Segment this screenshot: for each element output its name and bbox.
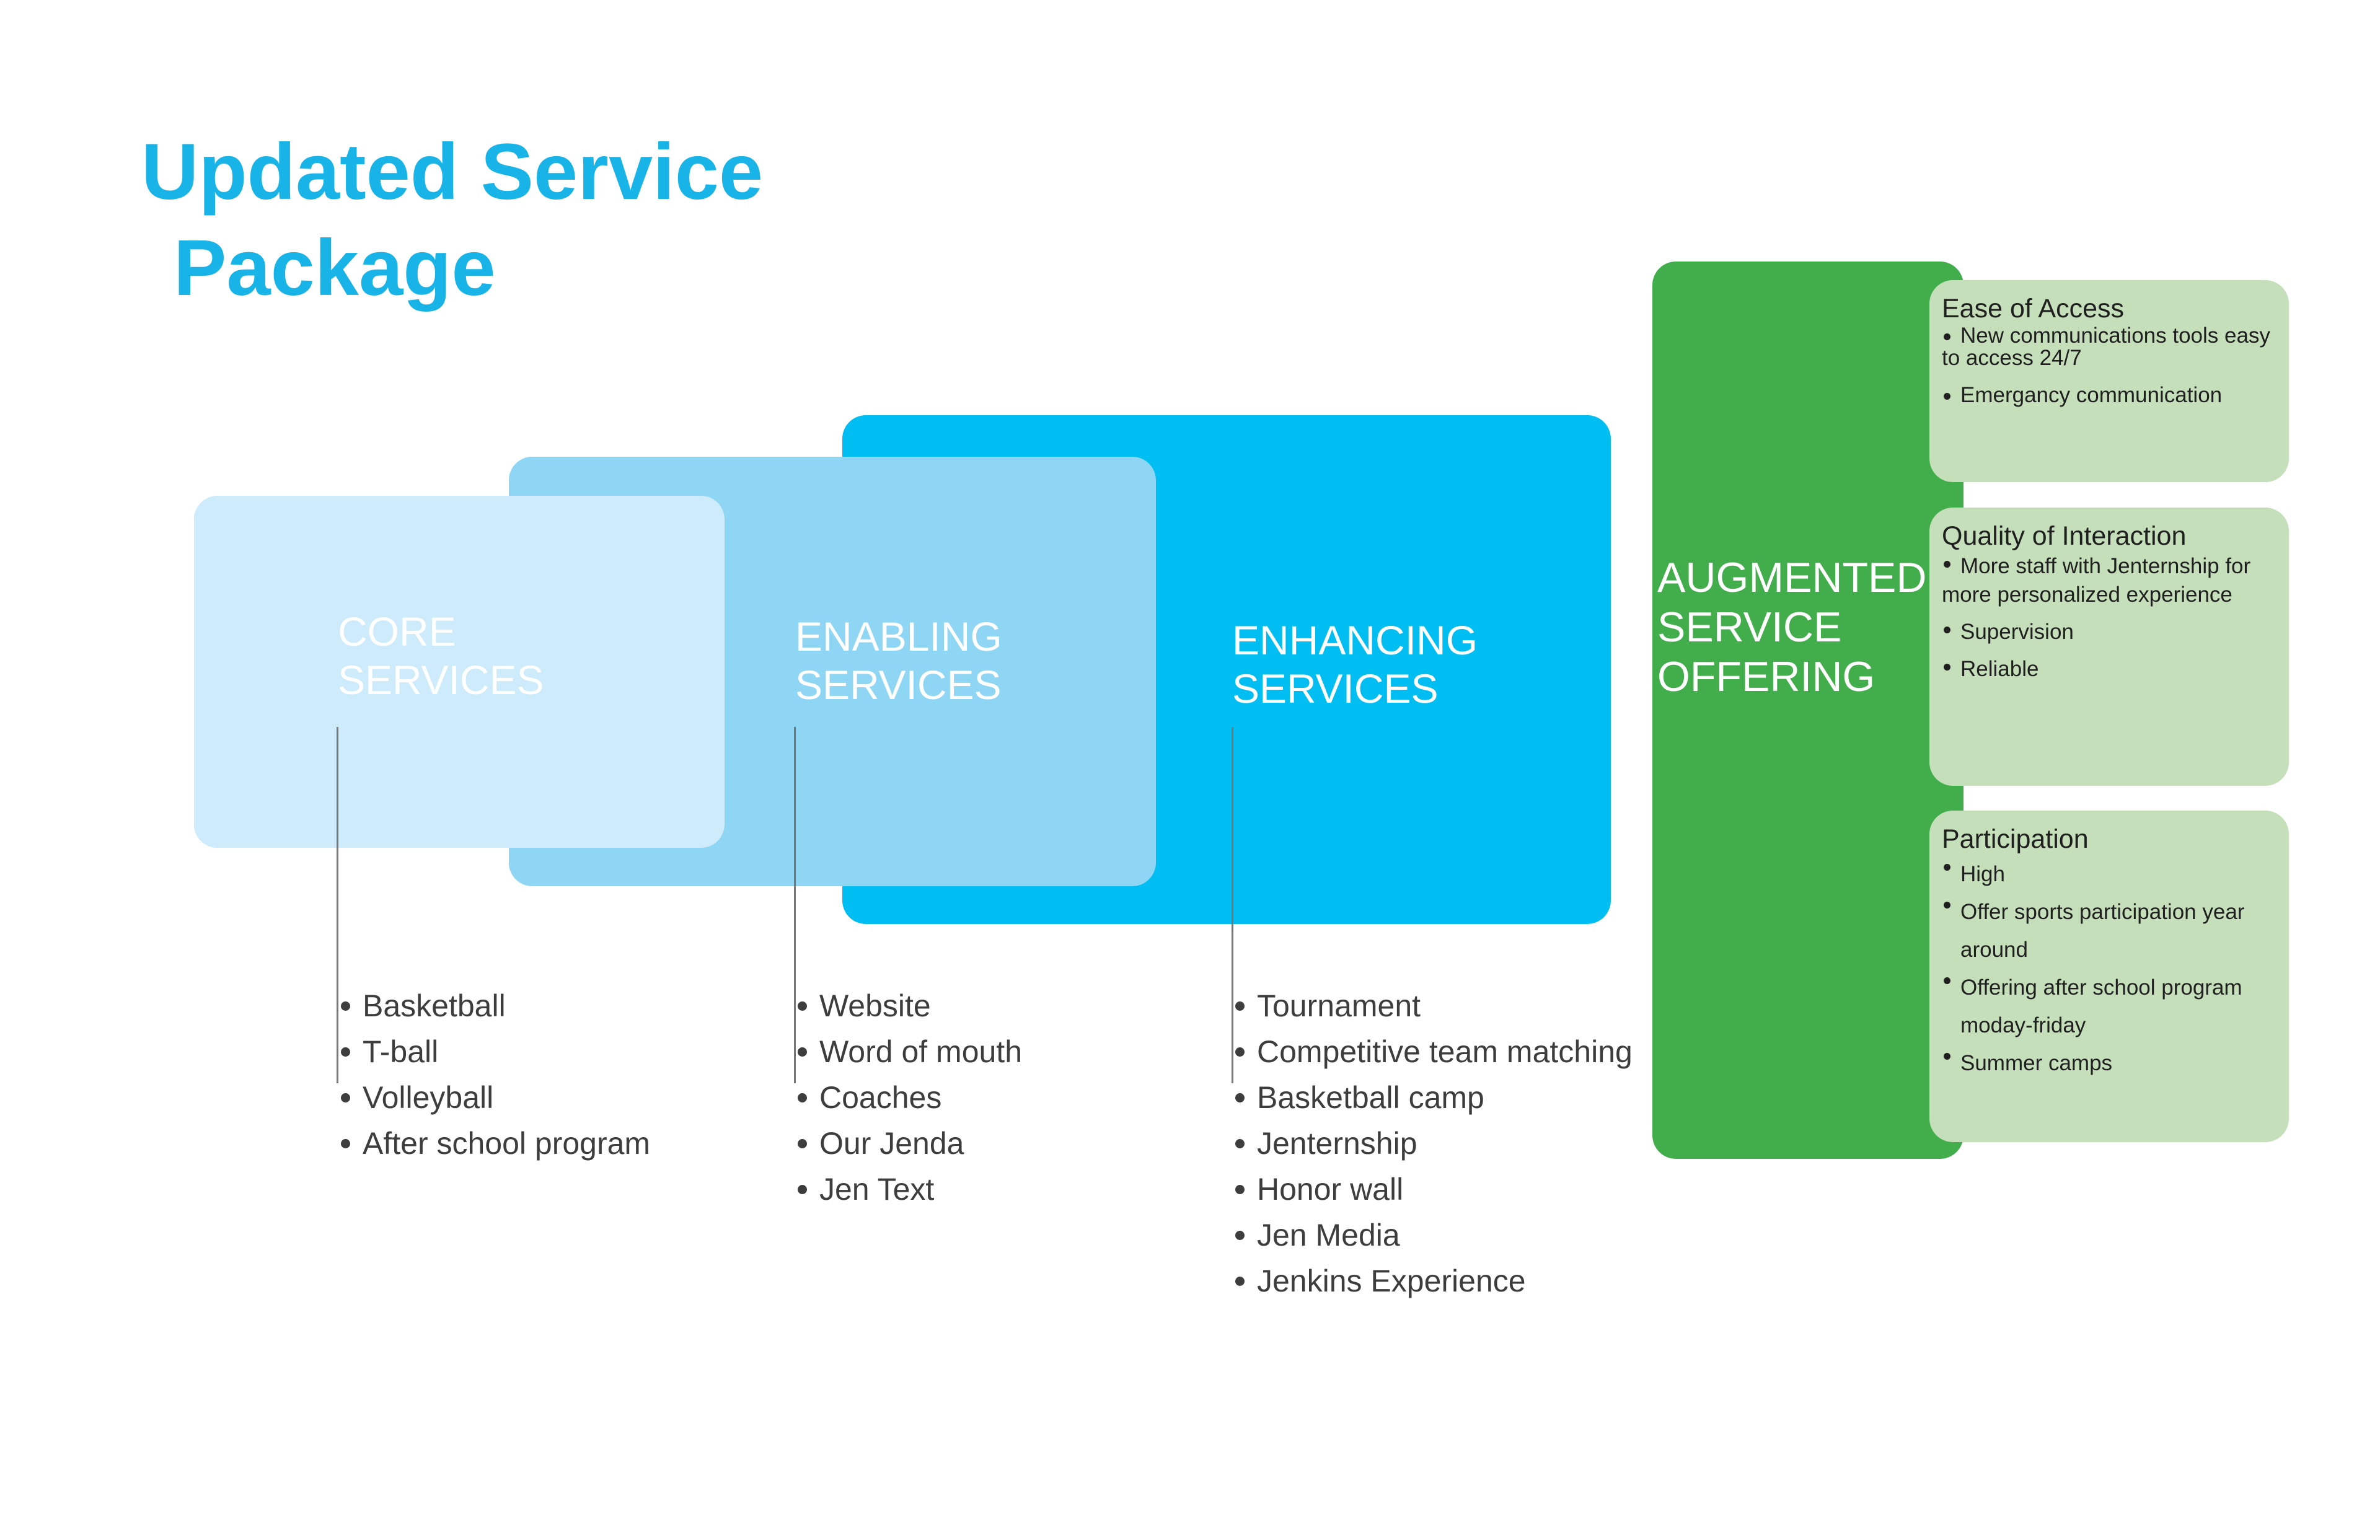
list-item: Offer sports participation year around <box>1942 893 2278 969</box>
list-item: T-ball <box>339 1029 650 1075</box>
list-item: Jen Media <box>1233 1212 1633 1258</box>
list-item: Supervision <box>1942 618 2278 646</box>
core-connector-line <box>337 727 338 1083</box>
card-list: New communications tools easy to access … <box>1942 325 2278 407</box>
list-item: Basketball <box>339 983 650 1029</box>
participation-card: Participation High Offer sports particip… <box>1929 811 2289 1142</box>
core-services-list: Basketball T-ball Volleyball After schoo… <box>339 983 650 1166</box>
list-item: Tournament <box>1233 983 1633 1029</box>
enhancing-connector-line <box>1232 727 1233 1083</box>
ease-of-access-card: Ease of Access New communications tools … <box>1929 280 2289 482</box>
card-heading: Participation <box>1942 824 2089 854</box>
list-item: After school program <box>339 1120 650 1166</box>
list-item: More staff with Jenternship for more per… <box>1942 552 2278 609</box>
list-item: Volleyball <box>339 1075 650 1120</box>
list-item: Word of mouth <box>796 1029 1022 1075</box>
enhancing-services-label: ENHANCING SERVICES <box>1232 617 1478 711</box>
list-item: Our Jenda <box>796 1120 1022 1166</box>
title-line-2: Package <box>174 224 496 312</box>
core-services-box-front <box>194 496 725 848</box>
augmented-offering-box <box>1652 262 1963 1159</box>
augmented-offering-label: AUGMENTED SERVICE OFFERING <box>1657 554 1927 700</box>
enabling-connector-line <box>794 727 796 1083</box>
list-item: Reliable <box>1942 655 2278 684</box>
title-line-1: Updated Service <box>141 128 764 216</box>
enabling-services-label: ENABLING SERVICES <box>795 614 1002 708</box>
list-item: Honor wall <box>1233 1166 1633 1212</box>
list-item: Competitive team matching <box>1233 1029 1633 1075</box>
page-title: Updated Service Package <box>141 124 763 316</box>
card-heading: Quality of Interaction <box>1942 521 2187 551</box>
list-item: Basketball camp <box>1233 1075 1633 1120</box>
list-item: Jenternship <box>1233 1120 1633 1166</box>
enhancing-services-list: Tournament Competitive team matching Bas… <box>1233 983 1633 1304</box>
list-item: Coaches <box>796 1075 1022 1120</box>
list-item: High <box>1942 855 2278 893</box>
list-item: Jenkins Experience <box>1233 1258 1633 1304</box>
card-list: More staff with Jenternship for more per… <box>1942 552 2278 684</box>
list-item: Website <box>796 983 1022 1029</box>
list-item: Emergancy communication <box>1942 384 2278 407</box>
list-item: Summer camps <box>1942 1044 2278 1082</box>
card-heading: Ease of Access <box>1942 294 2124 323</box>
list-item: Jen Text <box>796 1166 1022 1212</box>
card-list: High Offer sports participation year aro… <box>1942 855 2278 1082</box>
list-item: New communications tools easy to access … <box>1942 325 2278 369</box>
core-services-label: CORE SERVICES <box>338 609 544 703</box>
quality-of-interaction-card: Quality of Interaction More staff with J… <box>1929 508 2289 786</box>
list-item: Offering after school program moday-frid… <box>1942 969 2278 1044</box>
enabling-services-list: Website Word of mouth Coaches Our Jenda … <box>796 983 1022 1212</box>
